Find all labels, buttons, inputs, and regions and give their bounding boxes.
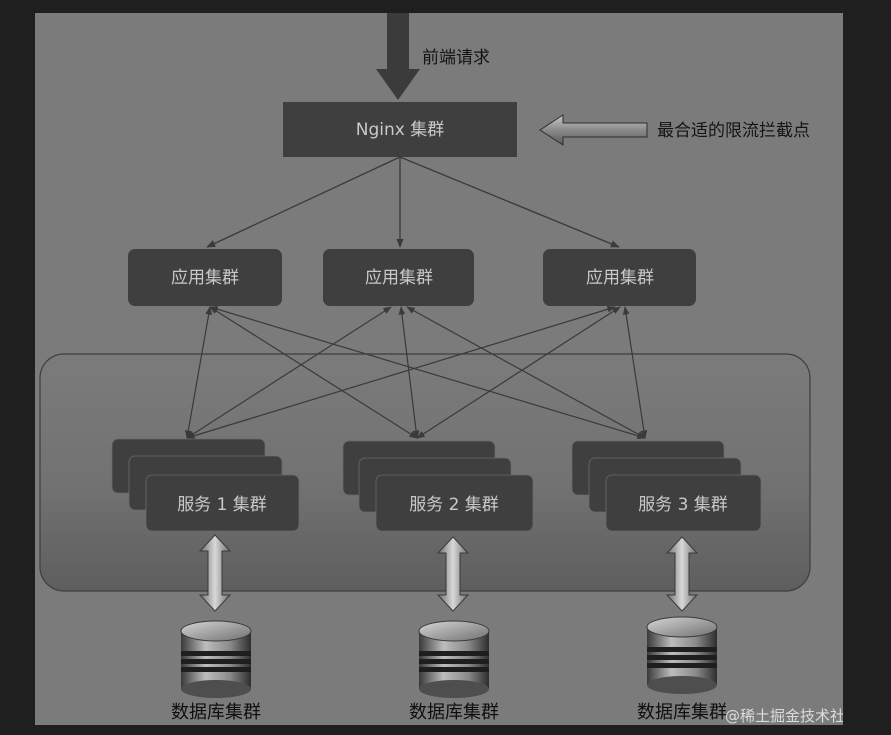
database-icon <box>646 616 718 694</box>
database-icon <box>180 620 252 698</box>
front-request-label: 前端请求 <box>422 48 490 68</box>
double-arrow-icon <box>665 536 699 612</box>
left-arrow-icon <box>539 114 648 146</box>
nginx-cluster-box: Nginx 集群 <box>283 102 517 157</box>
nginx-arrows <box>206 156 620 248</box>
app-cluster-3: 应用集群 <box>543 249 696 306</box>
best-point-label: 最合适的限流拦截点 <box>657 121 810 141</box>
database-3: 数据库集群 <box>637 616 727 723</box>
database-icon <box>418 620 490 698</box>
database-2: 数据库集群 <box>409 620 499 723</box>
app-cluster-2: 应用集群 <box>323 249 474 306</box>
watermark-text: @稀土掘金技术社区 <box>725 707 843 725</box>
database-1: 数据库集群 <box>171 620 261 723</box>
service-cluster-1: 服务 1 集群 <box>111 438 300 532</box>
mesh-arrows <box>184 305 648 440</box>
app-cluster-1: 应用集群 <box>128 249 282 306</box>
down-arrow-icon <box>376 13 420 100</box>
service-cluster-3: 服务 3 集群 <box>571 440 762 532</box>
app-cluster-label: 应用集群 <box>586 268 654 288</box>
diagram-canvas: 前端请求 Nginx 集群 最合适的限流拦截点 应用集群 应用集群 应用集群 <box>35 13 843 725</box>
double-arrow-icon <box>436 536 470 612</box>
app-cluster-label: 应用集群 <box>171 268 239 288</box>
database-label: 数据库集群 <box>637 702 727 723</box>
service-cluster-label: 服务 2 集群 <box>409 495 499 515</box>
app-cluster-label: 应用集群 <box>365 268 433 288</box>
service-cluster-label: 服务 3 集群 <box>638 495 728 515</box>
database-label: 数据库集群 <box>409 702 499 723</box>
service-cluster-label: 服务 1 集群 <box>177 495 267 515</box>
db-double-arrows <box>198 534 699 612</box>
database-label: 数据库集群 <box>171 702 261 723</box>
nginx-cluster-label: Nginx 集群 <box>356 120 444 140</box>
architecture-diagram: 前端请求 Nginx 集群 最合适的限流拦截点 应用集群 应用集群 应用集群 <box>39 13 843 725</box>
double-arrow-icon <box>198 534 232 612</box>
service-cluster-2: 服务 2 集群 <box>342 440 534 532</box>
